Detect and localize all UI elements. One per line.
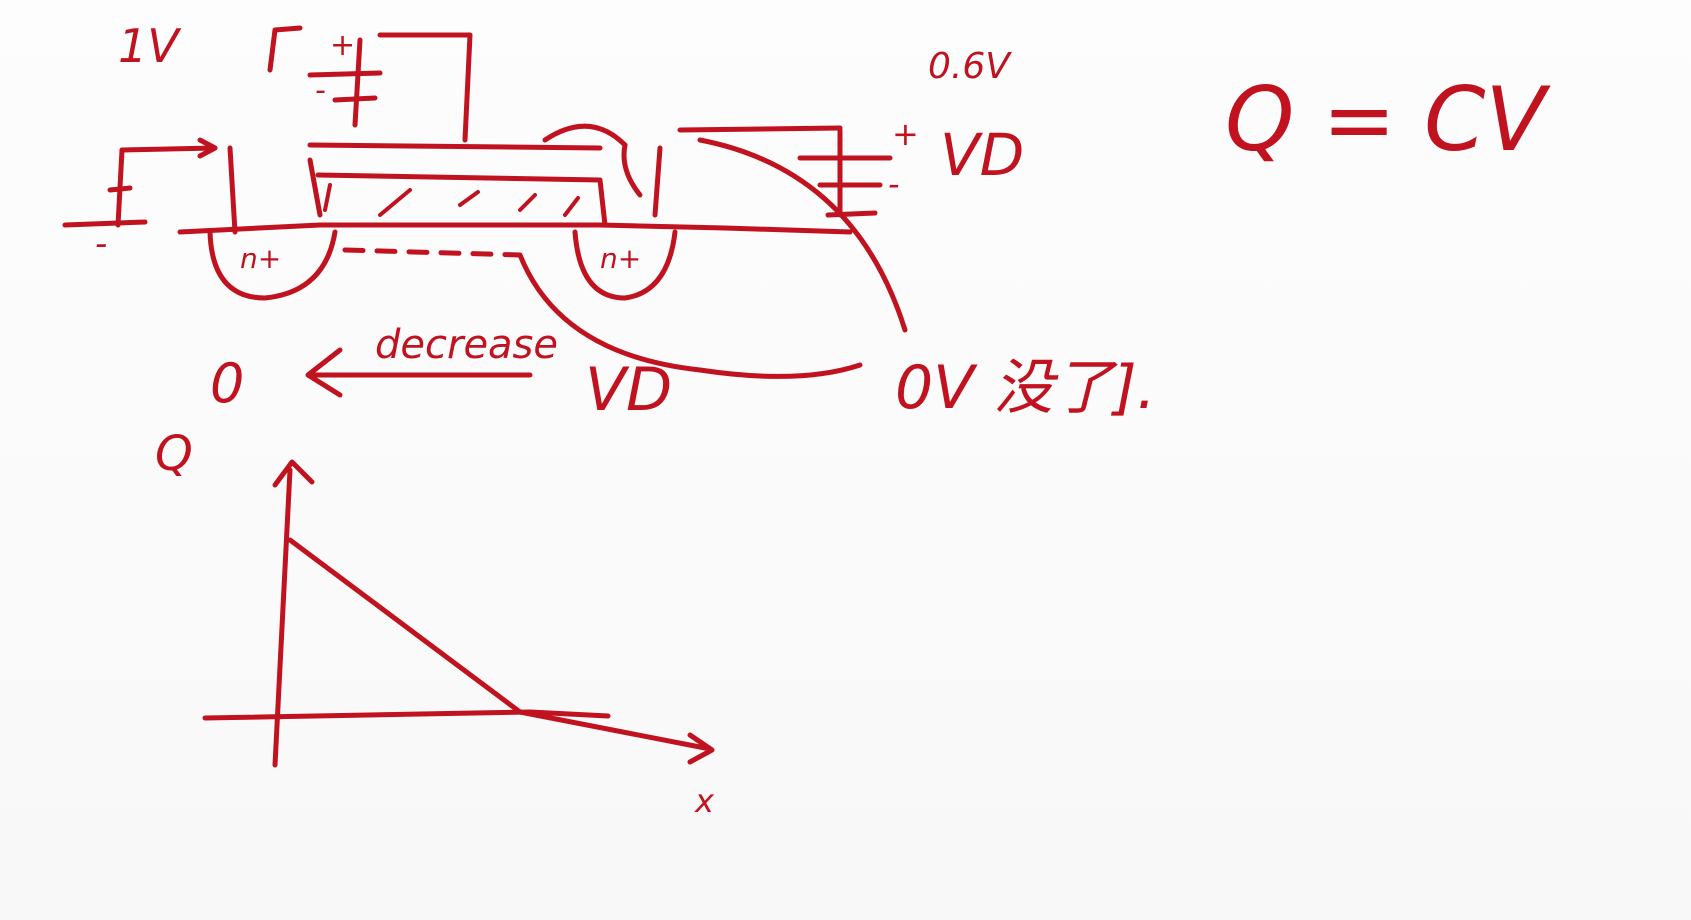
source-battery-symbol <box>62 137 238 235</box>
pinch-annotation-curve <box>517 252 863 379</box>
drain-annotation-curve <box>697 137 908 333</box>
pinch-note: 0V 没了]. <box>895 353 1156 423</box>
drain-voltage-symbol: VD <box>940 121 1024 189</box>
gate-battery-symbol <box>267 25 473 143</box>
gate-voltage-label: 1V <box>118 19 182 73</box>
plot-y-label: Q <box>155 426 193 482</box>
drain-region-label: n+ <box>600 242 641 275</box>
source-region-label: n+ <box>240 242 281 275</box>
plot-y-arrowhead <box>272 459 315 488</box>
plot-x-arrowhead <box>687 732 715 765</box>
drain-plus-label: + <box>892 115 919 153</box>
drain-contact <box>542 123 843 218</box>
source-minus-label: - <box>95 224 107 264</box>
plot-y-axis <box>272 467 293 768</box>
gate-cap-minus-label: - <box>315 73 326 108</box>
decrease-arrow-head <box>305 347 343 398</box>
arrow-end-label: VD <box>585 355 672 425</box>
substrate-surface <box>177 222 853 235</box>
channel-dashed-line <box>342 247 523 258</box>
source-n-well <box>207 229 338 301</box>
plot-charge-curve <box>287 537 708 751</box>
drain-minus-label: - <box>888 165 900 203</box>
gate-cap-plus-label: + <box>330 28 355 63</box>
drain-n-well <box>572 229 678 301</box>
charge-equation: Q = CV <box>1225 68 1551 171</box>
plot-x-label: x <box>694 782 715 820</box>
decrease-label: decrease <box>375 322 558 368</box>
drain-voltage-value: 0.6V <box>928 46 1012 87</box>
arrow-start-label: 0 <box>210 352 244 415</box>
channel-hatching <box>323 183 580 217</box>
gate-electrode <box>307 142 608 228</box>
drain-battery-symbol <box>797 127 893 218</box>
